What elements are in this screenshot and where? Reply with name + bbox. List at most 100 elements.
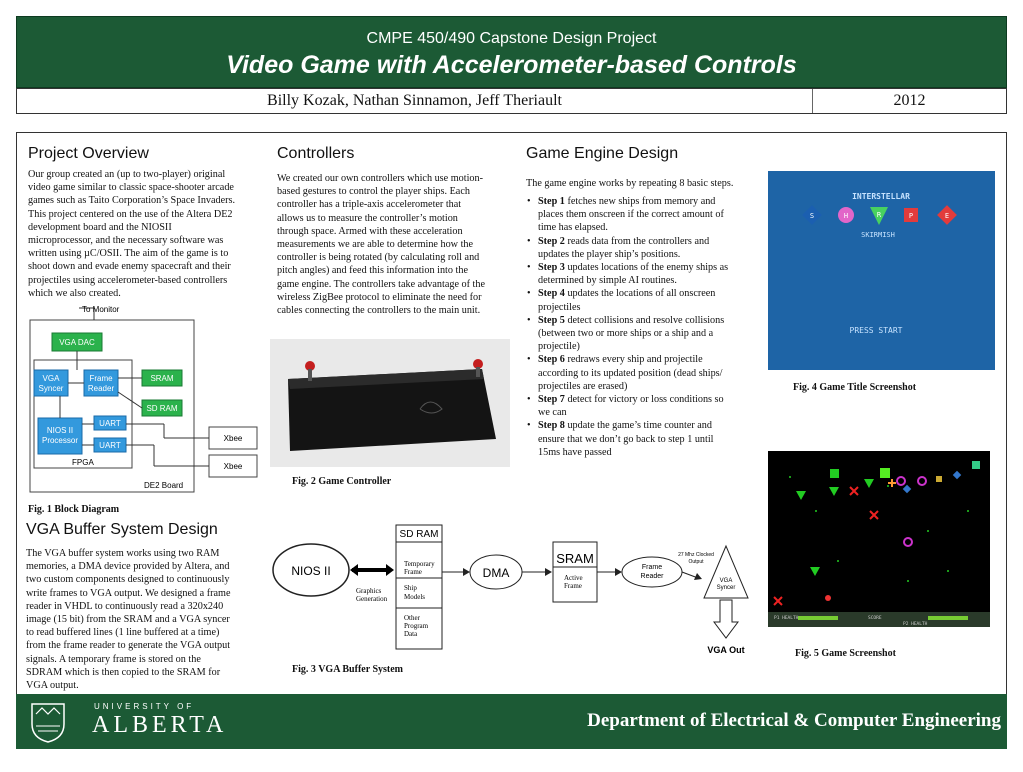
overview-line: shoot down and evade enemy spacecraft an… (28, 261, 231, 273)
controllers-line: wireless ZigBee protocol to eliminate th… (277, 291, 482, 303)
alberta-wordmark: ALBERTA (92, 712, 228, 738)
university-of: UNIVERSITY OF (94, 702, 195, 711)
clock-label-2: Output (688, 559, 704, 565)
step-label: Step 8 (538, 420, 565, 432)
controllers-title: Controllers (277, 145, 355, 162)
vga-line: The VGA buffer system works using two RA… (26, 548, 220, 559)
overview-line: Our group created an (up to two-player) … (28, 169, 226, 180)
university-crest-icon (31, 703, 65, 743)
vga-line: memories, a DMA device provided by Alter… (26, 561, 230, 573)
fig4-caption: Fig. 4 Game Title Screenshot (793, 382, 917, 393)
dma-label: DMA (483, 566, 510, 580)
controllers-line: allows us to measure the controller’s mo… (277, 212, 458, 224)
engine-step: Step 7 detect for victory or loss condit… (527, 393, 750, 419)
frame-reader-diag-1: Frame (642, 564, 662, 571)
fig2-caption: Fig. 2 Game Controller (292, 476, 392, 487)
graphics-label-1: Graphics (356, 587, 382, 595)
controllers-line: cables connecting the controllers to the… (277, 305, 481, 317)
step-label: Step 5 (538, 314, 565, 326)
engine-intro: The game engine works by repeating 8 bas… (526, 178, 734, 189)
step-label: Step 2 (538, 235, 565, 247)
engine-steps: Step 1 fetches new ships from memory and… (526, 195, 750, 459)
diag-nios-label: NIOS II (291, 564, 330, 578)
controllers-line: We created our own controllers which use… (277, 173, 483, 184)
fig5-caption: Fig. 5 Game Screenshot (795, 648, 896, 659)
graphics-label-2: Generation (356, 595, 388, 603)
vga-line: write frames to VGA output. We designed … (26, 587, 231, 599)
other-2: Program (404, 622, 429, 630)
poster-title: Video Game with Accelerometer-based Cont… (226, 51, 797, 79)
vga-line: two custom components designed to contin… (26, 574, 230, 586)
engine-step: Step 1 fetches new ships from memory and… (527, 195, 750, 235)
sd-ram-label: SD RAM (146, 404, 177, 413)
overview-line: projectiles using accelerometer-based co… (28, 274, 228, 286)
vga-out-label: VGA Out (707, 645, 744, 655)
ship-models-2: Models (404, 593, 425, 601)
vga-buffer-diagram: NIOS II Graphics Generation SD RAM Tempo… (272, 524, 749, 655)
overview-line: microprocessor, and the necessary softwa… (28, 235, 224, 247)
vga-line: VGA output. (26, 680, 79, 692)
vga-title: VGA Buffer System Design (26, 521, 218, 538)
engine-step: Step 3 updates locations of the enemy sh… (527, 261, 750, 287)
frame-reader-diag-2: Reader (641, 573, 665, 580)
title-letter-p: P (909, 212, 913, 220)
vga-line: reader in VHDL to continuously read a 32… (26, 600, 224, 612)
de2-label: DE2 Board (144, 481, 183, 490)
controllers-line: pitch angles) and feed this information … (277, 265, 468, 277)
uart-label-2: UART (99, 441, 121, 450)
title-letter-r: R (877, 211, 882, 219)
vga-dac-label: VGA DAC (59, 338, 95, 347)
controllers-text: We created our own controllers which use… (277, 172, 501, 317)
step-label: Step 4 (538, 288, 565, 300)
press-start: PRESS START (850, 326, 903, 335)
ship-models-1: Ship (404, 584, 417, 592)
controllers-line: based gestures to control the player shi… (277, 186, 470, 198)
other-1: Other (404, 614, 421, 622)
fig3-caption: Fig. 3 VGA Buffer System (292, 664, 404, 675)
title-line2: SKIRMISH (861, 231, 895, 239)
engine-step: Step 4 updates the locations of all onsc… (527, 287, 750, 313)
title-letter-e: E (945, 212, 949, 220)
hud-p1-health: P1 HEALTH (774, 615, 799, 621)
fig1-caption: Fig. 1 Block Diagram (28, 504, 120, 515)
clock-label-1: 27 Mhz Clocked (678, 552, 714, 558)
title-screenshot: INTERSTELLAR S H R P E SKIRMISH PRESS ST… (768, 171, 995, 370)
title-letter-h: H (844, 212, 848, 220)
xbee-label-1: Xbee (224, 434, 243, 443)
vga-syncer-label-2: Syncer (39, 384, 64, 393)
vga-line: image (15 bit) from the SRAM and a VGA s… (26, 614, 230, 626)
to-monitor-label: To Monitor (82, 305, 120, 314)
other-3: Data (404, 630, 418, 638)
controllers-line: controller is being rotated (by calculat… (277, 252, 480, 264)
overview-line: written using µC/OSII. The aim of the ga… (28, 248, 229, 260)
hud-score: SCORE (868, 615, 882, 621)
diag-sdram-label: SD RAM (400, 529, 439, 540)
overview-line: which we also created. (28, 287, 121, 299)
overview-line: This project centered on the use of the … (28, 208, 233, 220)
engine-step: Step 6 redraws every ship and projectile… (527, 353, 750, 393)
frame-reader-label-2: Reader (88, 384, 115, 393)
vga-line: SDRAM which is then copied to the SRAM f… (26, 666, 221, 678)
hud-p2-health: P2 HEALTH (903, 621, 928, 627)
vga-syncer-diag-2: Syncer (717, 585, 736, 591)
temp-frame-1: Temporary (404, 560, 435, 568)
diag-sram-label: SRAM (556, 551, 594, 566)
vga-syncer-diag-1: VGA (720, 578, 733, 584)
engine-step: Step 5 detect collisions and resolve col… (527, 314, 750, 354)
step-label: Step 1 (538, 196, 565, 207)
xbee-label-2: Xbee (224, 462, 243, 471)
game-screenshot: P1 HEALTH SCORE P2 HEALTH (768, 451, 990, 627)
department-name: Department of Electrical & Computer Engi… (587, 710, 1001, 731)
divider (812, 89, 813, 113)
authors-bar: Billy Kozak, Nathan Sinnamon, Jeff Theri… (16, 88, 1007, 114)
engine-step: Step 2 reads data from the controllers a… (527, 235, 750, 261)
nios-label-1: NIOS II (47, 426, 73, 435)
overview-text: Our group created an (up to two-player) … (28, 168, 263, 300)
active-frame-1: Active (564, 574, 583, 582)
header-banner: CMPE 450/490 Capstone Design Project Vid… (16, 16, 1007, 88)
vga-line: from the frame reader to generate the VG… (26, 640, 231, 652)
controllers-line: through space. Armed with these accelera… (277, 225, 463, 237)
step-label: Step 6 (538, 354, 565, 366)
title-line1: INTERSTELLAR (852, 192, 910, 201)
vga-text: The VGA buffer system works using two RA… (26, 547, 249, 692)
